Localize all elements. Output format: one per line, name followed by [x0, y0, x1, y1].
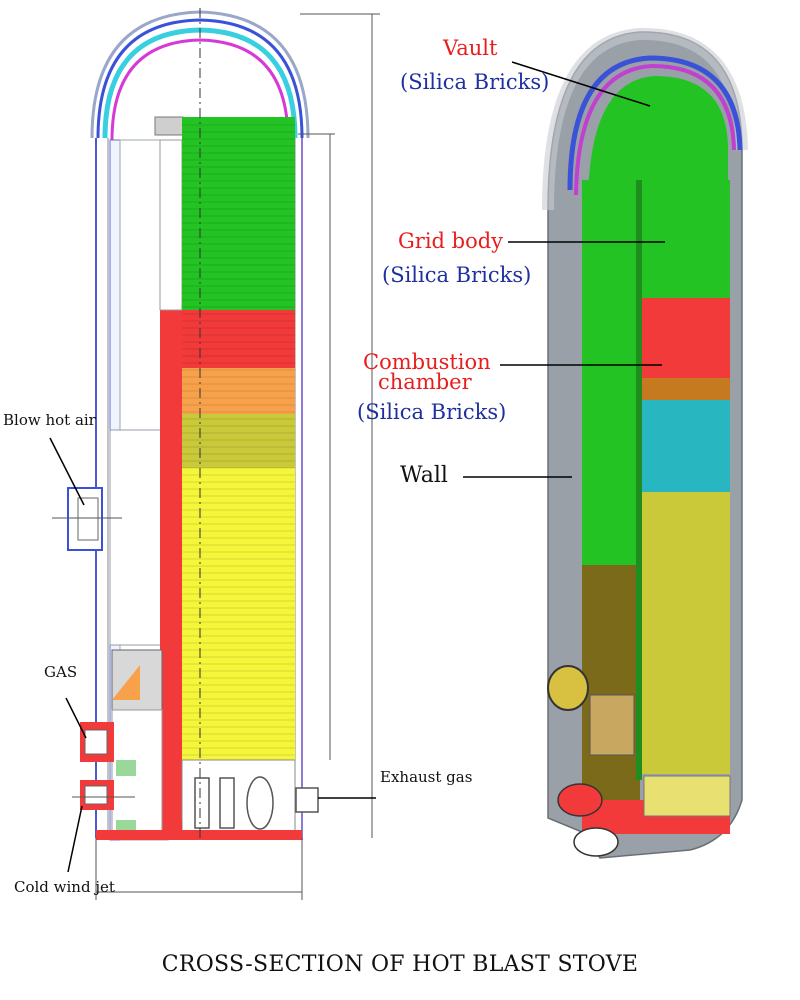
grate-3: [246, 776, 274, 830]
leader-vault: [511, 61, 651, 107]
combustion-material-label: (Silica Bricks): [357, 400, 507, 424]
checker-green: [182, 117, 295, 310]
figure-caption: CROSS-SECTION OF HOT BLAST STOVE: [161, 952, 639, 977]
leader-cold-wind: [67, 805, 83, 873]
cutaway-dome-highlight: [542, 27, 748, 211]
top-cap: [154, 116, 184, 136]
grid-body-label: Grid body: [398, 229, 504, 253]
burner-cone: [112, 665, 140, 700]
cutaway-cold-port: [573, 827, 619, 857]
checker-olive: [182, 414, 295, 468]
hot-air-nozzle-inner: [77, 497, 99, 541]
cutaway-gas-port: [557, 783, 603, 817]
checker-yellow: [182, 468, 295, 760]
grate-2: [219, 777, 235, 829]
cutaway-cyan-zone: [640, 400, 730, 502]
leader-gas: [65, 697, 87, 739]
base-post: [172, 820, 182, 840]
cutaway-vault-green: [588, 76, 728, 200]
gas-nozzle-inner: [84, 729, 108, 755]
cutaway-yellow-zone: [640, 492, 730, 774]
combustion-label-2: chamber: [378, 370, 472, 394]
cutaway-dome-blue: [567, 55, 743, 191]
vault-label: Vault: [443, 36, 498, 60]
partition-wall-top: [159, 139, 183, 311]
vault-material-label: (Silica Bricks): [400, 70, 550, 94]
blow-hot-air-label: Blow hot air: [3, 411, 96, 429]
cutaway-burner: [589, 694, 635, 756]
exhaust-nozzle: [295, 787, 319, 813]
brick-courses: [182, 124, 295, 756]
dome-blue-ring: [96, 18, 304, 139]
checker-red: [182, 310, 295, 368]
cold-wind-jet-label: Cold wind jet: [14, 878, 115, 896]
combustion-shaft-mid: [109, 429, 169, 646]
base-slab: [96, 830, 302, 840]
green-block-1: [116, 760, 136, 776]
leader-blow-hot-air: [49, 437, 85, 506]
cutaway-grates: [643, 775, 731, 817]
combustion-label-1: Combustion: [363, 350, 491, 374]
grate-1: [194, 777, 210, 829]
partition-wall: [160, 310, 182, 830]
checker-orange: [182, 368, 295, 414]
cutaway-dome-magenta: [574, 63, 736, 196]
cutaway-hot-air-port: [547, 665, 589, 711]
exhaust-gas-label: Exhaust gas: [380, 768, 473, 786]
cold-wind-nozzle-inner: [84, 785, 108, 805]
wall-label: Wall: [400, 463, 448, 488]
dome-magenta-ring: [110, 38, 290, 141]
gas-label: GAS: [44, 663, 78, 681]
grid-material-label: (Silica Bricks): [382, 263, 532, 287]
cutaway-inner-wall: [636, 180, 642, 780]
